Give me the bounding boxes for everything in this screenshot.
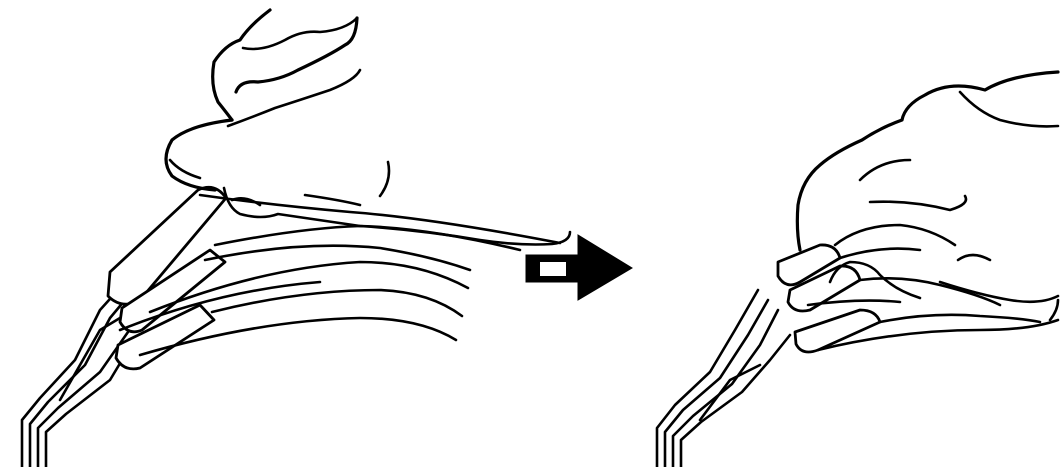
before-panel [22, 10, 570, 467]
after-panel [657, 72, 1058, 467]
wire-leads-right [657, 290, 790, 467]
wire-leads-left [22, 290, 128, 467]
tube-sleeves-right [778, 245, 880, 352]
tube-sleeves-left [108, 187, 226, 369]
hand-left [166, 10, 570, 245]
